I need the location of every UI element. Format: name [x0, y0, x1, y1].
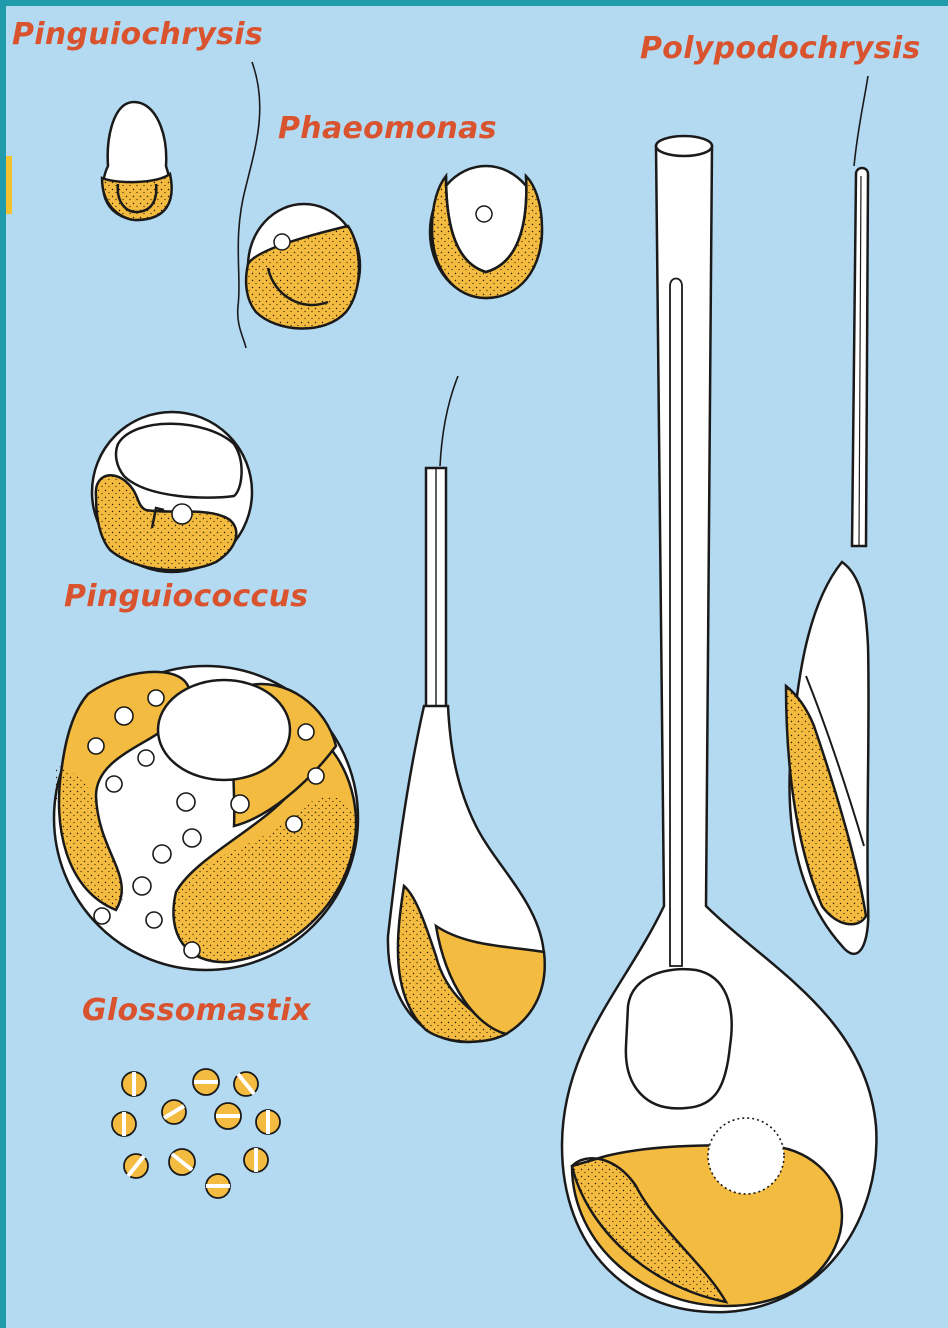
glossomastix-cell [112, 1112, 136, 1136]
glossomastix-cell [256, 1110, 280, 1134]
glossomastix-cell [193, 1069, 219, 1095]
pinguiococcus-large-cell [54, 666, 358, 970]
pinguiochrysis-cell [102, 102, 172, 220]
label-glossomastix: Glossomastix [82, 996, 311, 1026]
glossomastix-cell [244, 1148, 268, 1172]
pinguiococcus-small-cell [92, 412, 252, 572]
figure-panel: Pinguiochrysis Phaeomonas Polypodochrysi… [6, 6, 948, 1328]
label-pinguiococcus: Pinguiococcus [64, 582, 308, 612]
glossomastix-cell [234, 1072, 258, 1096]
stalked-cell-middle [388, 376, 545, 1042]
label-polypodochrysis: Polypodochrysis [640, 34, 921, 64]
glossomastix-cell [206, 1174, 230, 1198]
label-phaeomonas: Phaeomonas [278, 114, 497, 144]
glossomastix-cell [169, 1149, 195, 1175]
glossomastix-cell [124, 1154, 148, 1178]
glossomastix-cells [112, 1069, 280, 1198]
polypodochrysis-cell [786, 76, 869, 954]
glossomastix-cell [162, 1100, 186, 1124]
phaeomonas-cell-left [246, 204, 360, 329]
illustration [6, 6, 948, 1328]
glossomastix-cell [122, 1072, 146, 1096]
label-pinguiochrysis: Pinguiochrysis [12, 20, 263, 50]
phaeomonas-cell-right [430, 166, 542, 298]
glossomastix-cell [215, 1103, 241, 1129]
